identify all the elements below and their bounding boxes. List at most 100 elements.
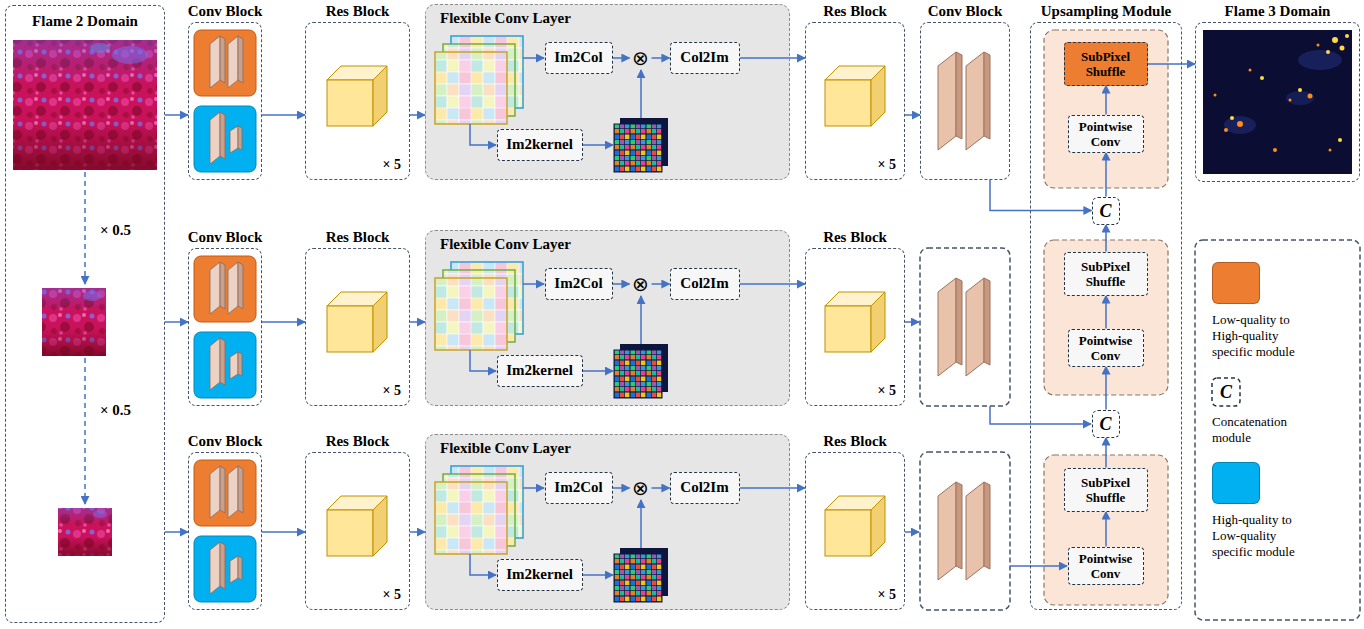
multiply-symbol: ⊗ bbox=[630, 46, 652, 70]
box-text: Col2Im bbox=[680, 275, 728, 292]
text-holder: Flexible Conv Layer bbox=[440, 235, 571, 253]
heading-text: Res Block bbox=[326, 433, 390, 450]
arrow-connector bbox=[410, 531, 425, 533]
scale-label: × 0.5 bbox=[100, 402, 131, 419]
text-holder: × 5 bbox=[383, 155, 401, 173]
legend-swatch bbox=[1212, 262, 1260, 304]
arrow-connector bbox=[905, 114, 920, 116]
domain-panel: Flame 2 Domain bbox=[5, 5, 165, 623]
text-holder: Res Block bbox=[776, 432, 934, 450]
flame3-image bbox=[1224, 128, 1228, 132]
heading-text: Res Block bbox=[823, 229, 887, 246]
legend-frame bbox=[1195, 240, 1360, 620]
flame3-image bbox=[1214, 94, 1217, 97]
arrow-connector bbox=[740, 283, 806, 285]
box-text: Im2Col bbox=[554, 479, 602, 496]
flame3-image bbox=[1345, 34, 1349, 38]
legend-text: Concatenation module bbox=[1212, 414, 1307, 446]
arrow-connector bbox=[1105, 438, 1107, 468]
text-holder: Res Block bbox=[276, 432, 439, 450]
concat-text: C bbox=[1099, 414, 1111, 434]
concat-text: C bbox=[1099, 201, 1111, 221]
conv-block-outline bbox=[920, 452, 1010, 610]
legend-swatch bbox=[1212, 462, 1260, 504]
text-holder: Res Block bbox=[776, 2, 934, 20]
conv-block-outline bbox=[920, 248, 1010, 610]
arrow-connector bbox=[1148, 63, 1196, 65]
flame2-images bbox=[58, 508, 112, 556]
text-holder: × 5 bbox=[878, 155, 896, 173]
repeat-count: × 5 bbox=[383, 156, 401, 173]
module-box: Conv Block bbox=[188, 22, 262, 180]
flame2-images bbox=[112, 46, 148, 64]
box-text: Pointwise Conv bbox=[1073, 333, 1139, 363]
arrow-connector bbox=[1105, 225, 1107, 252]
module-box: Conv Block bbox=[920, 22, 1010, 180]
flame2-images bbox=[93, 510, 107, 518]
box-text: Col2Im bbox=[680, 479, 728, 496]
flame3-image bbox=[1224, 116, 1256, 134]
text-holder: × 5 bbox=[878, 585, 896, 603]
arrow-connector bbox=[1105, 367, 1107, 410]
downscale-arrows bbox=[84, 172, 86, 284]
repeat-count: × 5 bbox=[878, 156, 896, 173]
box-text: SubPixel Shuffle bbox=[1069, 475, 1143, 505]
operation-box: Im2kernel bbox=[497, 559, 583, 591]
flame2-images bbox=[90, 43, 110, 53]
heading-text: Conv Block bbox=[928, 3, 1003, 20]
heading-text: Res Block bbox=[823, 433, 887, 450]
box-text: SubPixel Shuffle bbox=[1069, 49, 1143, 79]
res-block: Res Block× 5 bbox=[805, 248, 905, 406]
text-holder: Conv Block bbox=[159, 228, 291, 246]
repeat-count: × 5 bbox=[383, 586, 401, 603]
arrow-connector bbox=[1105, 153, 1107, 197]
arrow-connector bbox=[652, 283, 670, 285]
arrow-connector bbox=[613, 283, 630, 285]
flame3-image bbox=[1286, 91, 1314, 105]
arrow-connector bbox=[262, 321, 305, 323]
box-text: Im2Col bbox=[554, 49, 602, 66]
flame3-image bbox=[1230, 116, 1234, 120]
flame3-image bbox=[1203, 30, 1352, 174]
arrow-connector bbox=[1105, 512, 1107, 547]
operation-box: Im2Col bbox=[545, 472, 613, 504]
operation-box: Im2Col bbox=[545, 268, 613, 300]
flame2-images bbox=[42, 288, 106, 356]
text-holder: Conv Block bbox=[891, 2, 1039, 20]
pointwise-box: Pointwise Conv bbox=[1068, 329, 1144, 367]
text-holder: Upsampling Module bbox=[1001, 2, 1211, 20]
heading-text: Res Block bbox=[823, 3, 887, 20]
subpixel-box: SubPixel Shuffle bbox=[1064, 468, 1148, 512]
layout-arrows bbox=[905, 322, 1091, 566]
row-decorations bbox=[194, 4, 990, 610]
subpixel-box: SubPixel Shuffle bbox=[1064, 42, 1148, 86]
text-holder: × 5 bbox=[878, 381, 896, 399]
legend-sample-text: C bbox=[1212, 378, 1240, 406]
multiply-symbol: ⊗ bbox=[630, 272, 652, 296]
heading-text: Flexible Conv Layer bbox=[440, 236, 571, 253]
legend-text: High-quality to Low-quality specific mod… bbox=[1212, 512, 1307, 560]
row-decorations bbox=[194, 230, 990, 406]
arrow-connector bbox=[410, 114, 425, 116]
box-text: SubPixel Shuffle bbox=[1069, 259, 1143, 289]
heading-text: Upsampling Module bbox=[1041, 3, 1171, 20]
text-holder: Flexible Conv Layer bbox=[440, 9, 571, 27]
res-block: Res Block× 5 bbox=[805, 22, 905, 180]
text-holder: × 5 bbox=[383, 381, 401, 399]
box-text: Col2Im bbox=[680, 49, 728, 66]
res-block: Res Block× 5 bbox=[305, 248, 410, 406]
module-box: Conv Block bbox=[188, 248, 262, 406]
layout-arrows bbox=[905, 531, 919, 533]
operation-box: Col2Im bbox=[670, 472, 740, 504]
heading-text: Res Block bbox=[326, 3, 390, 20]
legend-frame bbox=[1212, 378, 1240, 406]
arrow-connector bbox=[652, 57, 670, 59]
box-text: Im2kernel bbox=[506, 566, 573, 583]
flame2-images bbox=[13, 40, 157, 170]
flame3-image bbox=[1289, 99, 1292, 102]
operation-box: Im2Col bbox=[545, 42, 613, 74]
text-holder: Res Block bbox=[776, 228, 934, 246]
operator-symbol: ⊗ bbox=[632, 273, 649, 295]
conv-block-outline bbox=[920, 248, 1010, 406]
